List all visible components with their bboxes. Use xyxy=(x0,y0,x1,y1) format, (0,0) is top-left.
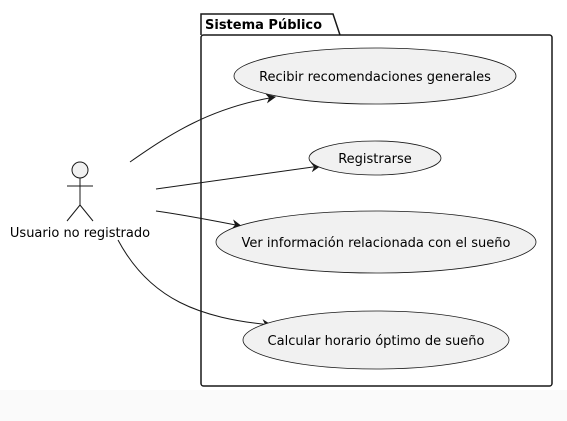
use-case-ellipse xyxy=(308,140,442,176)
use-case-calcular-horario: Calcular horario óptimo de sueño xyxy=(242,310,510,370)
association-arrow-registrarse xyxy=(155,162,321,190)
use-case-label: Ver información relacionada con el sueño xyxy=(242,236,511,251)
canvas-bottom-strip xyxy=(0,390,567,421)
use-case-label: Calcular horario óptimo de sueño xyxy=(268,334,485,349)
package-sistema-publico: Sistema Público xyxy=(200,13,553,387)
use-case-label: Registrarse xyxy=(338,152,412,167)
actor-usuario-no-registrado: Usuario no registrado xyxy=(10,161,150,241)
actor-left-leg xyxy=(66,204,81,222)
associations xyxy=(117,93,321,330)
actor-right-leg xyxy=(79,204,94,222)
association-arrow-recibir-recomendaciones xyxy=(129,93,276,163)
use-case-registrarse: Registrarse xyxy=(308,140,442,176)
use-case-ellipse xyxy=(242,310,510,370)
package-body xyxy=(200,34,553,387)
use-case-ellipse xyxy=(215,210,537,274)
use-case-ellipse xyxy=(233,47,517,105)
association-arrow-ver-informacion xyxy=(155,210,242,230)
use-case-label: Recibir recomendaciones generales xyxy=(259,70,491,85)
package-title: Sistema Público xyxy=(205,18,322,33)
actor-head xyxy=(71,161,89,179)
actor-label: Usuario no registrado xyxy=(10,226,150,241)
association-arrow-calcular-horario xyxy=(117,239,272,330)
use-case-recibir-recomendaciones: Recibir recomendaciones generales xyxy=(233,47,517,105)
package-tab xyxy=(200,13,341,36)
use-case-ver-informacion: Ver información relacionada con el sueño xyxy=(215,210,537,274)
